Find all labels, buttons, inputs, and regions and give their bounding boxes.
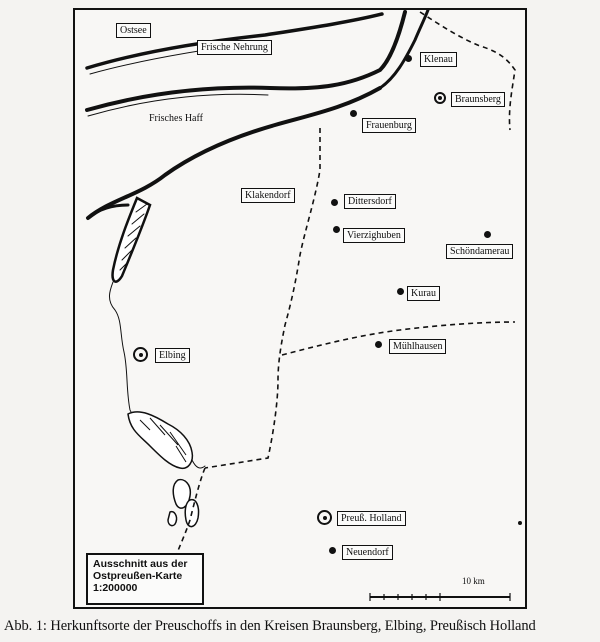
- place-marker-dot-icon: [333, 226, 340, 233]
- place-marker-dot-icon: [484, 231, 491, 238]
- place-label: Kurau: [407, 286, 440, 301]
- place-label: Mühlhausen: [389, 339, 447, 354]
- lake: [127, 411, 200, 528]
- place-marker-dot-icon: [375, 341, 382, 348]
- place-marker-ring-icon: [434, 92, 446, 104]
- district-boundaries: [159, 11, 516, 601]
- legend-scale: 1:200000: [93, 582, 138, 594]
- legend-line: Ostpreußen-Karte: [93, 570, 183, 582]
- place-marker-dot-icon: [397, 288, 404, 295]
- place-label: Klakendorf: [241, 188, 295, 203]
- coastline: [85, 8, 430, 469]
- figure-caption: Abb. 1: Herkunftsorte der Preuschoffs in…: [4, 618, 536, 634]
- label-frisches-haff: Frisches Haff: [149, 113, 203, 124]
- label-frische-nehrung: Frische Nehrung: [197, 40, 272, 55]
- place-label: Vierzighuben: [343, 228, 405, 243]
- place-label: Elbing: [155, 348, 190, 363]
- place-label: Schöndamerau: [446, 244, 514, 259]
- scale-label: 10 km: [462, 576, 485, 586]
- map-frame: [73, 8, 527, 609]
- legend-line: Ausschnitt aus der: [93, 558, 188, 570]
- map-dot: [518, 521, 522, 525]
- place-label: Braunsberg: [451, 92, 505, 107]
- place-label: Neuendorf: [342, 545, 393, 560]
- place-label: Frauenburg: [362, 118, 416, 133]
- label-ostsee: Ostsee: [116, 23, 151, 38]
- place-marker-ring-icon: [133, 347, 148, 362]
- scale-bar: [369, 593, 511, 601]
- place-marker-dot-icon: [331, 199, 338, 206]
- place-marker-dot-icon: [405, 55, 412, 62]
- place-marker-dot-icon: [350, 110, 357, 117]
- place-marker-dot-icon: [329, 547, 336, 554]
- place-marker-ring-icon: [317, 510, 332, 525]
- place-label: Klenau: [420, 52, 457, 67]
- place-label: Preuß. Holland: [337, 511, 406, 526]
- place-label: Dittersdorf: [344, 194, 396, 209]
- map-legend: Ausschnitt aus der Ostpreußen-Karte 1:20…: [86, 553, 204, 605]
